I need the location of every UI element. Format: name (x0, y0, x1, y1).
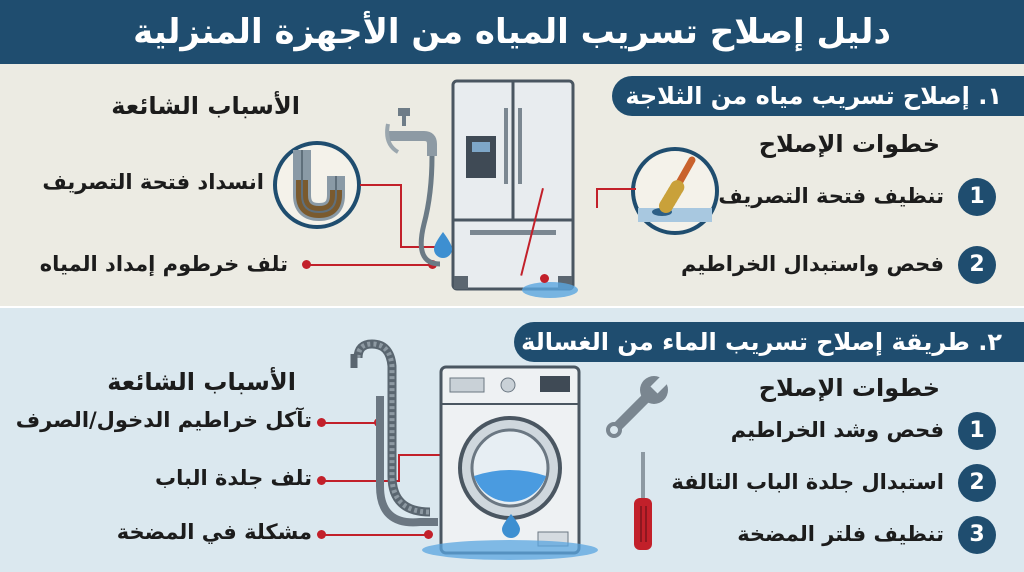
connector-line (322, 422, 378, 424)
washer-cause-2: تلف جلدة الباب (155, 466, 312, 490)
washer-hoses (350, 336, 450, 536)
washer-steps-heading: خطوات الإصلاح (758, 374, 940, 402)
connector-line (400, 184, 402, 246)
connector-dot (317, 476, 326, 485)
washer-cause-1: تآكل خراطيم الدخول/الصرف (15, 408, 312, 432)
washer-causes-heading: الأسباب الشائعة (107, 368, 296, 396)
washer-step-1-number: 1 (958, 412, 996, 450)
connector-line (596, 188, 636, 190)
fridge-step-2-number: 2 (958, 246, 996, 284)
fridge-step-2-label: فحص واستبدال الخراطيم (680, 252, 944, 276)
connector-line (306, 264, 432, 266)
washer-step-3-label: تنظيف فلتر المضخة (737, 522, 944, 546)
fridge-step-1-label: تنظيف فتحة التصريف (718, 184, 944, 208)
connector-dot (540, 274, 549, 283)
connector-line (322, 534, 428, 536)
washer-cause-3: مشكلة في المضخة (116, 520, 312, 544)
washer-step-2-number: 2 (958, 464, 996, 502)
page-title: دليل إصلاح تسريب المياه من الأجهزة المنز… (133, 12, 891, 52)
fridge-causes-heading: الأسباب الشائعة (111, 92, 300, 120)
water-drop-icon (500, 512, 522, 538)
connector-line (360, 184, 402, 186)
clogged-drain-pipe-icon (272, 140, 362, 230)
washer-step-1-label: فحص وشد الخراطيم (730, 418, 944, 442)
connector-dot (317, 530, 326, 539)
fridge-cause-2: تلف خرطوم إمداد المياه (39, 252, 288, 276)
water-drop-icon (432, 230, 454, 258)
connector-dot (317, 418, 326, 427)
connector-line (596, 188, 598, 208)
fridge-steps-heading: خطوات الإصلاح (758, 130, 940, 158)
connector-line (322, 480, 400, 482)
wrench-icon (604, 370, 674, 440)
washer-step-2-label: استبدال جلدة الباب التالفة (671, 470, 944, 494)
screwdriver-icon (628, 450, 658, 554)
fridge-step-1-number: 1 (958, 178, 996, 216)
faucet-icon (384, 104, 454, 284)
connector-dot (424, 530, 433, 539)
fridge-cause-1: انسداد فتحة التصريف (42, 170, 264, 194)
washing-machine-icon (438, 364, 582, 556)
header-bar (0, 0, 1024, 64)
water-puddle (520, 278, 580, 300)
fridge-section-title: ١. إصلاح تسريب مياه من الثلاجة (612, 76, 1024, 116)
connector-line (398, 454, 458, 456)
water-puddle (420, 536, 600, 564)
connector-line (398, 454, 400, 482)
cleaning-brush-icon (630, 146, 720, 236)
washer-step-3-number: 3 (958, 516, 996, 554)
washer-section-title: ٢. طريقة إصلاح تسريب الماء من الغسالة (514, 322, 1024, 362)
refrigerator-icon (450, 78, 576, 294)
